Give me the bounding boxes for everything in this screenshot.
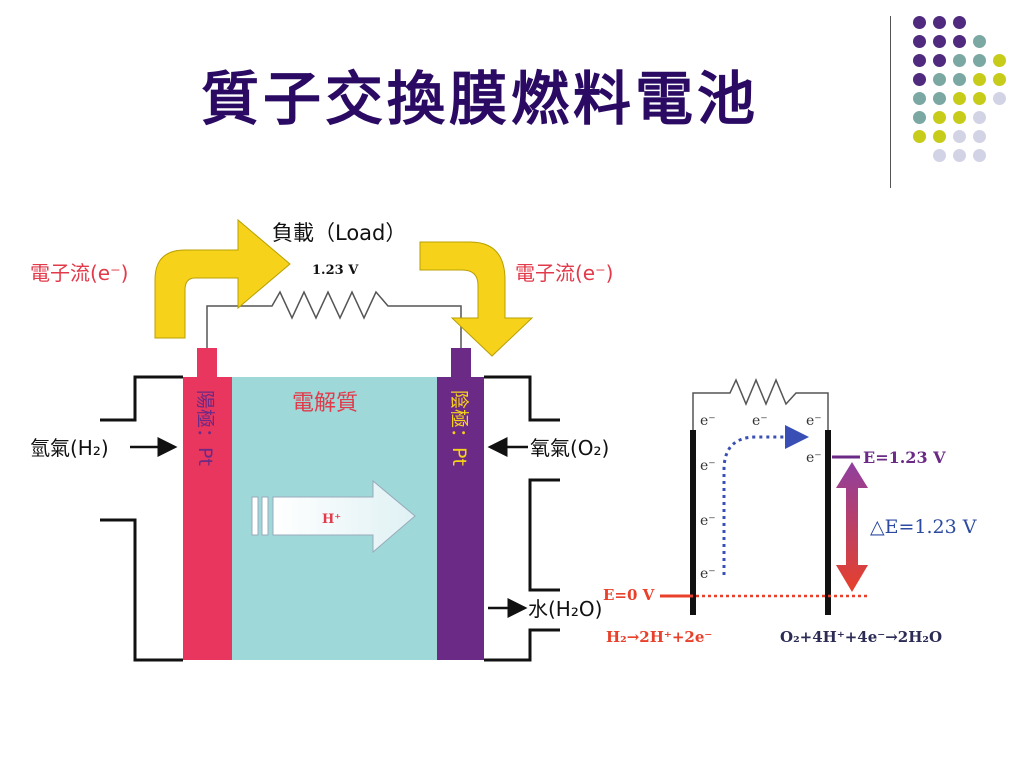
anode-reaction: H₂→2H⁺+2e⁻: [606, 628, 712, 646]
electron-label: e⁻: [806, 450, 822, 466]
e-zero-label: E=0 V: [603, 586, 655, 604]
proton-label: H⁺: [322, 512, 341, 527]
energy-circuit-wire: [692, 378, 829, 430]
energy-left-electrode: [690, 430, 696, 615]
electron-label: e⁻: [700, 413, 716, 429]
cathode-terminal: [451, 348, 471, 378]
electron-label: e⁻: [700, 458, 716, 474]
title-divider: [890, 16, 891, 188]
electron-label: e⁻: [752, 413, 768, 429]
delta-e-label: △E=1.23 V: [870, 516, 977, 538]
electron-flow-label-right: 電子流(e⁻): [515, 261, 613, 285]
cathode-reaction: O₂+4H⁺+4e⁻→2H₂O: [780, 628, 942, 646]
cathode-plate: [437, 377, 484, 660]
anode-plate: [183, 377, 232, 660]
energy-right-electrode: [825, 430, 831, 615]
electron-label: e⁻: [700, 566, 716, 582]
electron-path: [722, 425, 809, 575]
voltage-label: 1.23 V: [312, 263, 359, 278]
anode-label: 陽極：Pt: [194, 390, 216, 466]
load-label: 負載（Load）: [272, 221, 406, 245]
electrolyte-label: 電解質: [292, 391, 358, 416]
water-label: 水(H₂O): [528, 597, 602, 621]
load-wire: [206, 290, 462, 348]
electron-flow-arrow-right: [419, 241, 534, 357]
cathode-label: 陰極：Pt: [448, 390, 470, 466]
delta-e-arrow: [836, 462, 868, 592]
electron-flow-arrow-left: [154, 218, 291, 339]
electron-label: e⁻: [700, 513, 716, 529]
proton-flow-arrow: [251, 479, 416, 554]
electron-label: e⁻: [806, 413, 822, 429]
electron-flow-label-left: 電子流(e⁻): [30, 261, 128, 285]
anode-terminal: [197, 348, 217, 378]
cell-housing: [100, 375, 560, 662]
oxygen-label: 氧氣(O₂): [530, 436, 609, 460]
page-title: 質子交換膜燃料電池: [200, 65, 759, 133]
hydrogen-label: 氫氣(H₂): [30, 436, 109, 460]
e-top-label: E=1.23 V: [863, 448, 946, 467]
